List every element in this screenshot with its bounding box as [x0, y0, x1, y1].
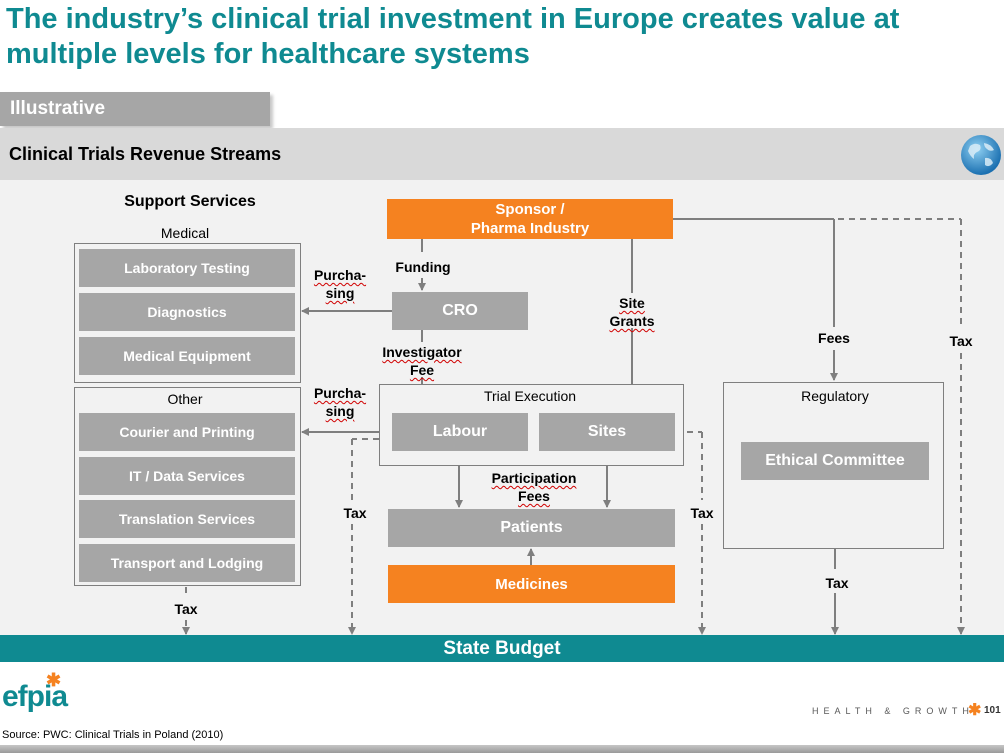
- sites-node: Sites: [539, 413, 675, 451]
- site-grants-text: Site Grants: [609, 295, 655, 329]
- fees-label: Fees: [818, 330, 850, 346]
- sponsor-node: Sponsor / Pharma Industry: [387, 199, 673, 239]
- efpia-logo: efpia ✱: [2, 670, 68, 714]
- tax-label-right: Tax: [949, 333, 973, 349]
- medical-equipment-box: Medical Equipment: [79, 337, 295, 375]
- cro-node: CRO: [392, 292, 528, 330]
- purchasing-label-1: Purcha- sing: [305, 266, 375, 302]
- medicines-node: Medicines: [388, 565, 675, 603]
- transport-lodging-box: Transport and Lodging: [79, 544, 295, 582]
- translation-services-box: Translation Services: [79, 500, 295, 538]
- regulatory-label: Regulatory: [801, 388, 869, 404]
- state-budget-label: State Budget: [443, 638, 561, 659]
- asterisk-icon: ✱: [46, 670, 61, 690]
- diagnostics-box: Diagnostics: [79, 293, 295, 331]
- investigator-fee-text: Investigator Fee: [382, 344, 462, 378]
- investigator-fee-label: Investigator Fee: [370, 343, 474, 379]
- tax-label-regulatory: Tax: [825, 575, 849, 591]
- support-services-heading: Support Services: [124, 193, 256, 210]
- health-growth-tagline: HEALTH & GROWTH: [812, 706, 974, 716]
- purchasing-text-1: Purcha- sing: [313, 267, 367, 301]
- participation-fees-text: Participation Fees: [491, 470, 577, 504]
- courier-printing-box: Courier and Printing: [79, 413, 295, 451]
- globe-icon: [961, 135, 1001, 175]
- funding-label: Funding: [395, 259, 451, 275]
- purchasing-text-2: Purcha- sing: [313, 385, 367, 419]
- tax-label-labour: Tax: [343, 505, 367, 521]
- panel-header: Clinical Trials Revenue Streams: [0, 128, 1004, 180]
- state-budget-bar: State Budget: [0, 635, 1004, 662]
- tax-label-support: Tax: [174, 601, 198, 617]
- bottom-bar: [0, 745, 1004, 753]
- efpia-logo-text: efpia: [2, 680, 68, 713]
- page-number: 101: [984, 705, 1001, 716]
- purchasing-label-2: Purcha- sing: [305, 384, 375, 420]
- ethical-committee-node: Ethical Committee: [741, 442, 929, 480]
- trial-execution-label: Trial Execution: [483, 388, 577, 404]
- labour-node: Labour: [392, 413, 528, 451]
- participation-fees-label: Participation Fees: [472, 469, 596, 505]
- tax-label-sites: Tax: [690, 505, 714, 521]
- illustrative-tag: Illustrative: [0, 92, 270, 126]
- panel-title: Clinical Trials Revenue Streams: [9, 144, 282, 164]
- medical-label: Medical: [160, 225, 210, 241]
- site-grants-label: Site Grants: [598, 294, 666, 330]
- asterisk-icon: ✱: [968, 702, 982, 719]
- it-data-services-box: IT / Data Services: [79, 457, 295, 495]
- source-note: Source: PWC: Clinical Trials in Poland (…: [2, 729, 224, 741]
- patients-node: Patients: [388, 509, 675, 547]
- other-label: Other: [167, 391, 203, 407]
- laboratory-testing-box: Laboratory Testing: [79, 249, 295, 287]
- page-title: The industry’s clinical trial investment…: [6, 3, 900, 70]
- illustrative-label: Illustrative: [10, 98, 106, 119]
